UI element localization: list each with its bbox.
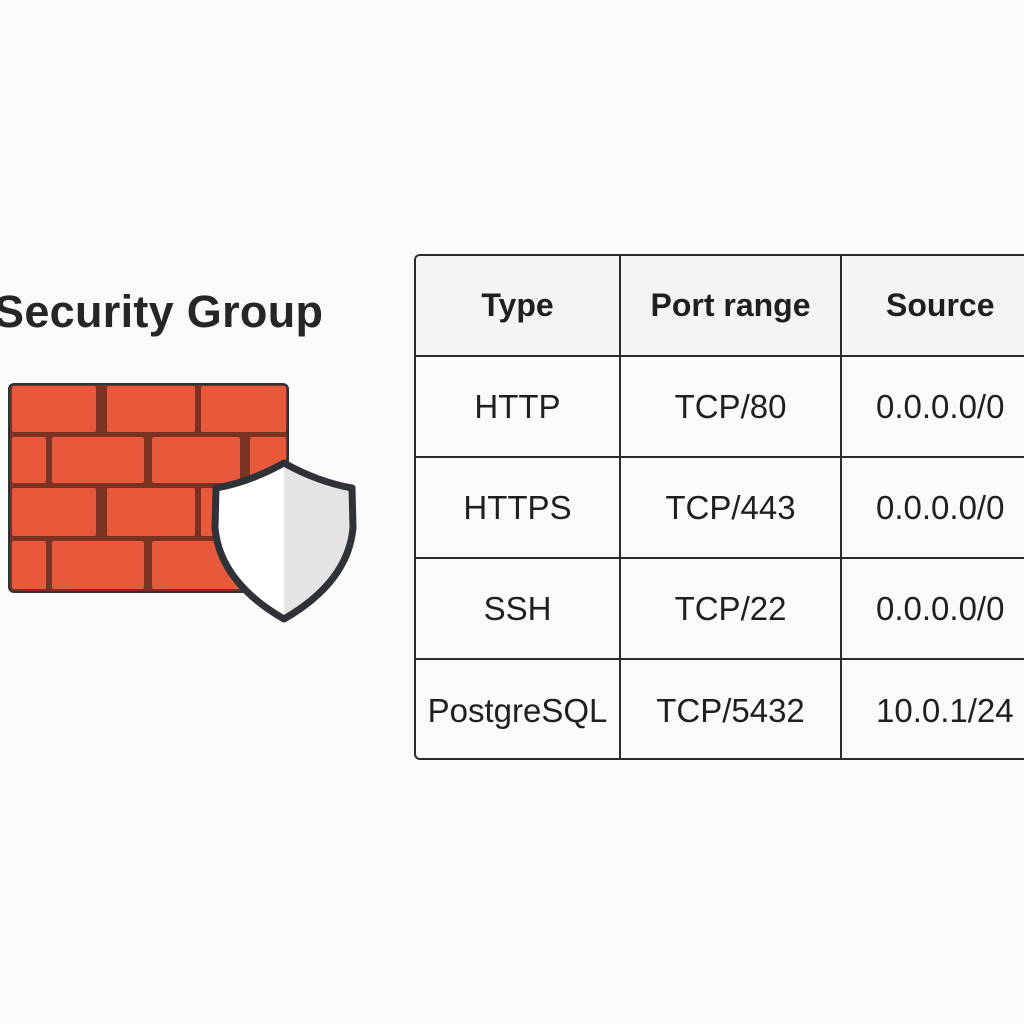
table-row: HTTP TCP/80 0.0.0.0/0 (416, 357, 1024, 458)
table-row: SSH TCP/22 0.0.0.0/0 (416, 559, 1024, 660)
page-title: Security Group (0, 286, 324, 337)
table-row: HTTPS TCP/443 0.0.0.0/0 (416, 458, 1024, 559)
column-header-source: Source (840, 256, 1024, 355)
rule-source: 10.0.1/24 (840, 660, 1024, 758)
rule-source: 0.0.0.0/0 (840, 559, 1024, 658)
column-header-type: Type (481, 287, 554, 323)
rule-type: HTTPS (463, 488, 572, 526)
column-header-port-range: Port range (619, 256, 840, 355)
rule-port-range: TCP/80 (619, 357, 840, 456)
rule-port-range: TCP/5432 (619, 660, 840, 758)
rule-source: 0.0.0.0/0 (840, 458, 1024, 557)
rule-source: 0.0.0.0/0 (840, 357, 1024, 456)
rule-port-range: TCP/443 (619, 458, 840, 557)
firewall-graphic (8, 383, 357, 623)
security-group-rules-table: Type Port range Source HTTP TCP/80 0.0.0… (414, 254, 1024, 760)
shield-icon (211, 459, 357, 623)
rule-type: PostgreSQL (427, 691, 608, 729)
rule-type: SSH (483, 589, 552, 627)
rule-port-range: TCP/22 (619, 559, 840, 658)
table-header-row: Type Port range Source (416, 256, 1024, 357)
rule-type: HTTP (474, 387, 561, 425)
table-row: PostgreSQL TCP/5432 10.0.1/24 (416, 660, 1024, 758)
